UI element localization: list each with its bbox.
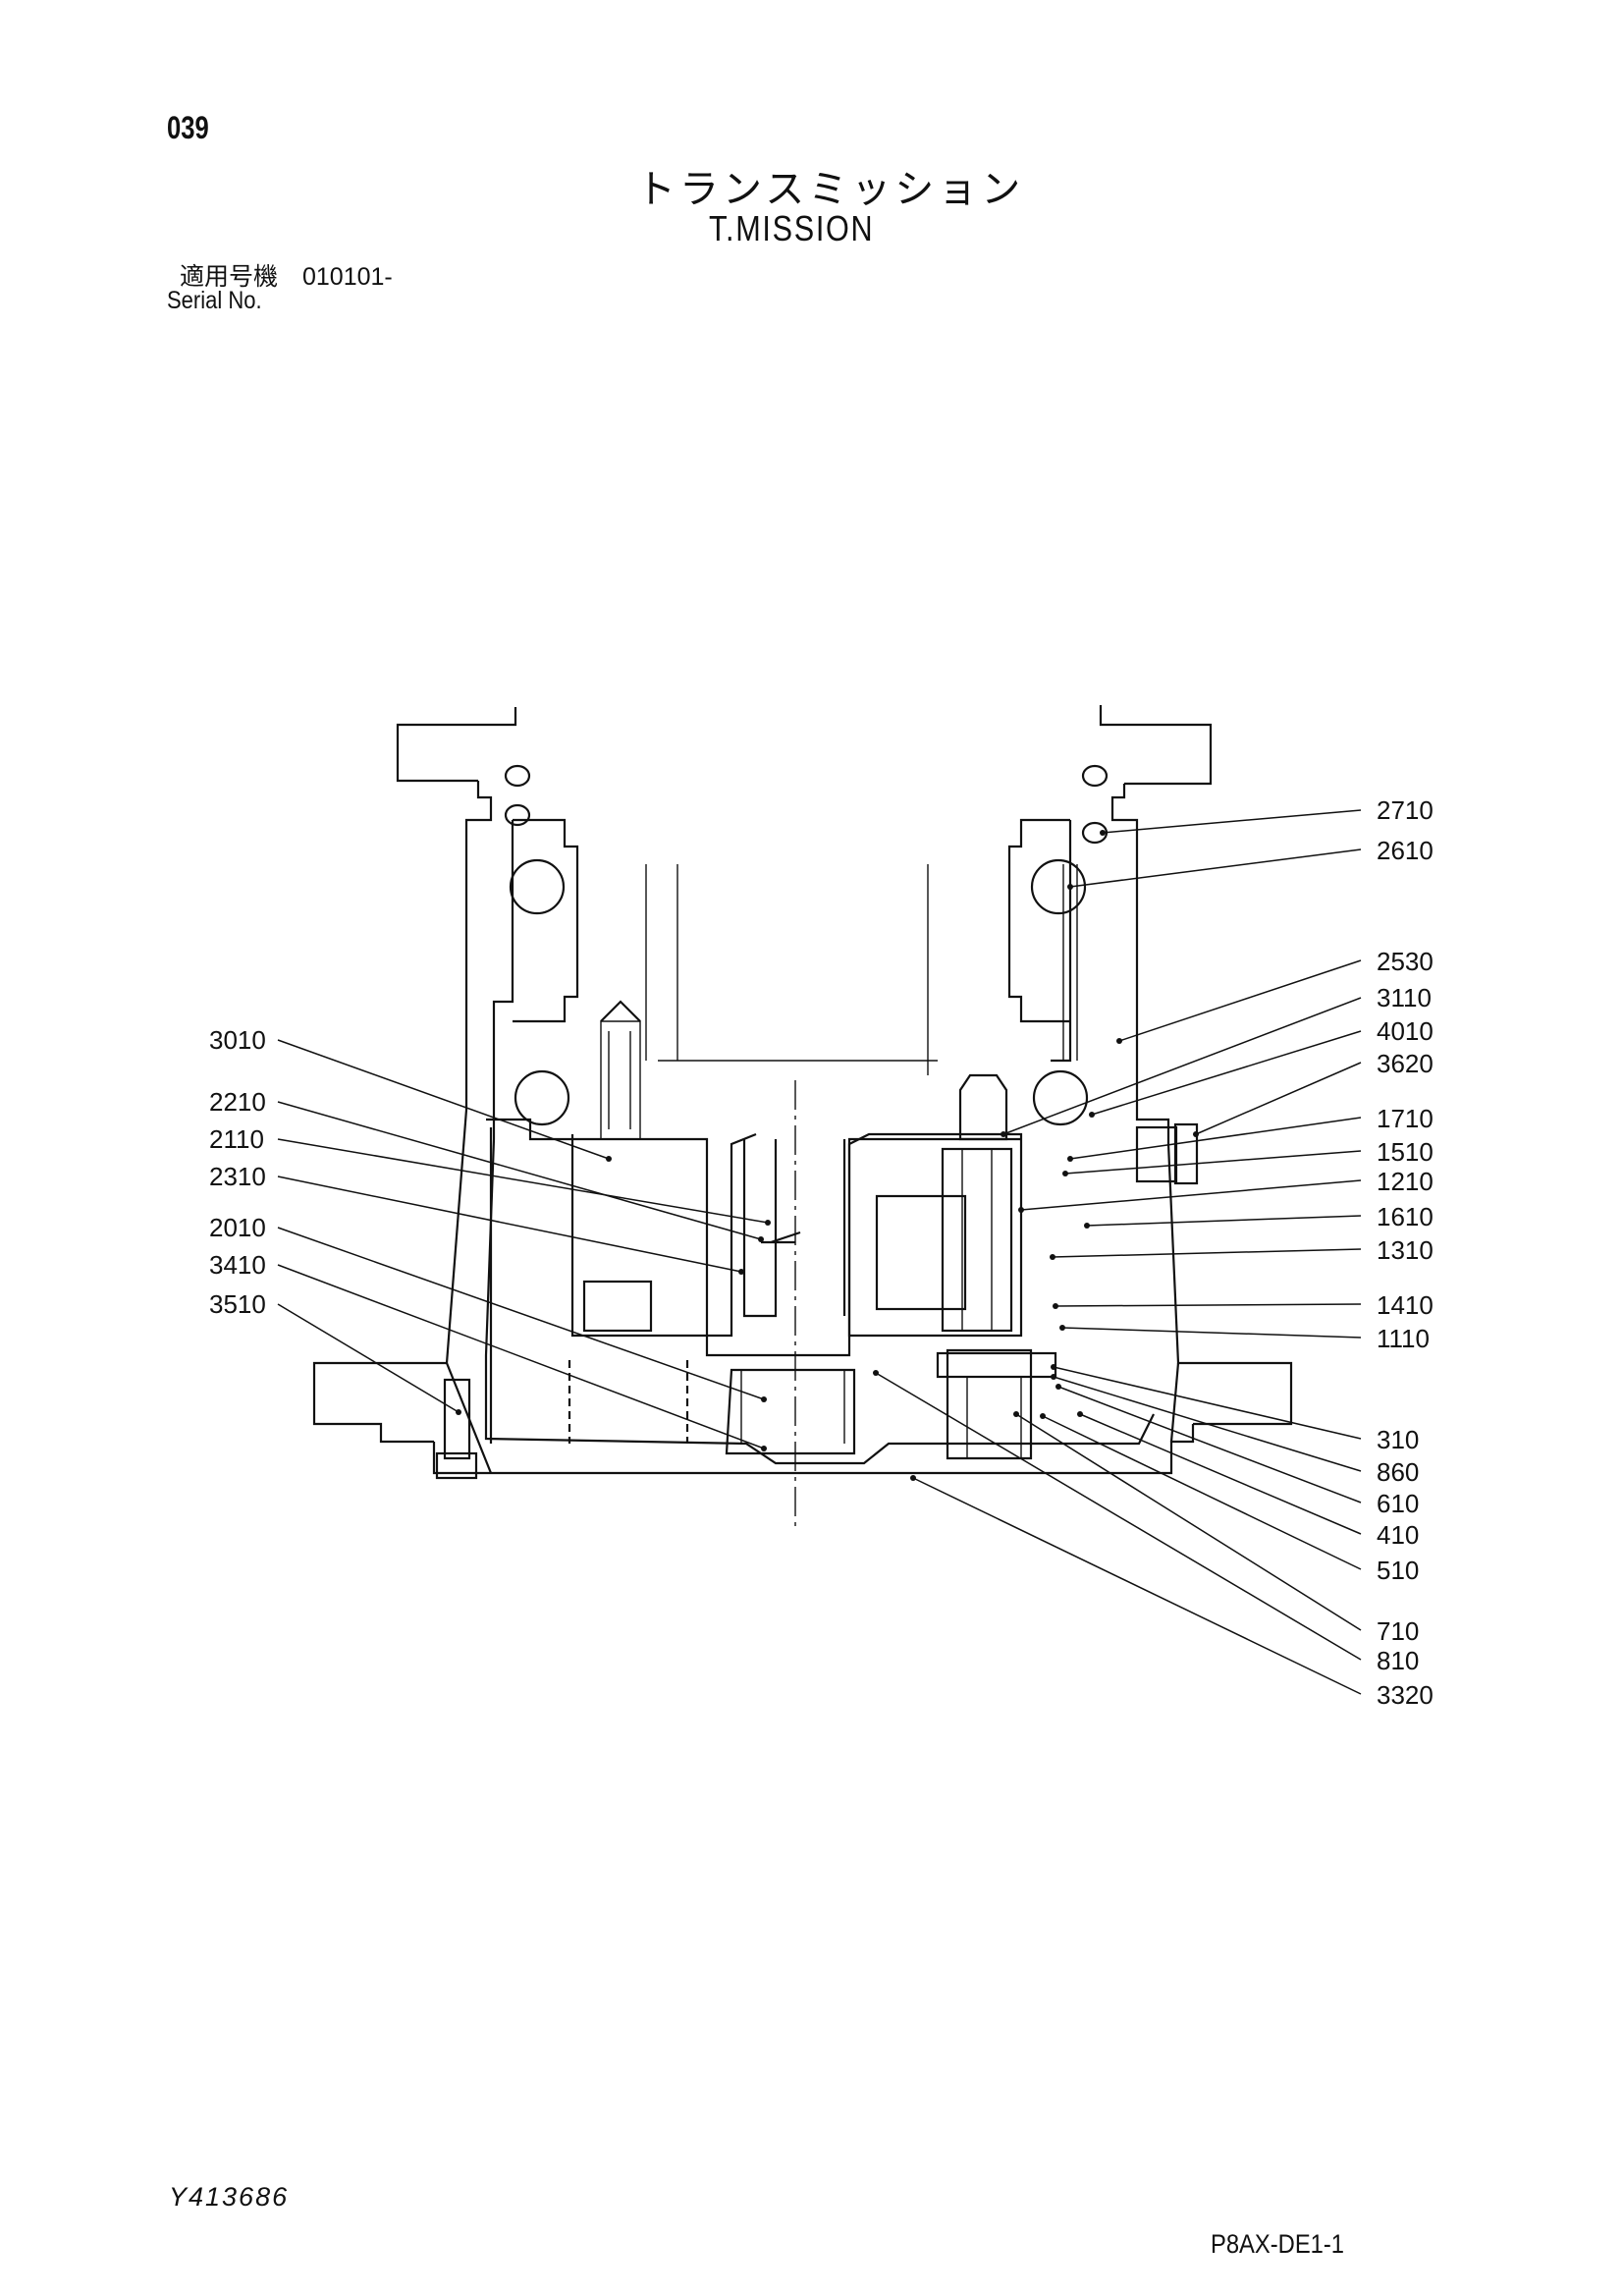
callout-label: 3110: [1377, 983, 1432, 1012]
page-code: P8AX-DE1-1: [1211, 2229, 1345, 2259]
callout-label: 2210: [209, 1087, 266, 1117]
callout-label: 1710: [1377, 1104, 1434, 1133]
callout-label: 2110: [209, 1124, 264, 1154]
callout-label: 510: [1377, 1556, 1419, 1585]
callout-label: 2530: [1377, 947, 1434, 976]
callout-label: 1610: [1377, 1202, 1434, 1231]
callout-label: 310: [1377, 1425, 1419, 1454]
drawing-number: Y413686: [169, 2182, 290, 2212]
callout-label: 1210: [1377, 1167, 1434, 1196]
callout-label: 3510: [209, 1289, 266, 1319]
callout-label: 3010: [209, 1025, 266, 1055]
serial-label: Serial No.: [167, 287, 262, 314]
callout-label: 1310: [1377, 1235, 1434, 1265]
callout-label: 610: [1377, 1489, 1419, 1518]
drawing-geometry: [312, 705, 1293, 1532]
page-title-japanese: トランスミッション: [636, 168, 1025, 211]
callout-label: 1410: [1377, 1290, 1434, 1320]
callout-label: 860: [1377, 1457, 1419, 1487]
callout-label: 2610: [1377, 836, 1434, 865]
callout-label: 410: [1377, 1520, 1419, 1550]
callout-label: 3620: [1377, 1049, 1434, 1078]
callout-label: 1510: [1377, 1137, 1434, 1167]
callout-label: 2710: [1377, 795, 1434, 825]
callout-label: 810: [1377, 1646, 1419, 1675]
callout-label: 710: [1377, 1616, 1419, 1646]
callout-label: 2010: [209, 1213, 266, 1242]
callout-label: 3410: [209, 1250, 266, 1280]
page-number: 039: [167, 110, 209, 145]
callout-label: 2310: [209, 1162, 266, 1191]
callout-label: 4010: [1377, 1016, 1434, 1046]
serial-label-japanese: 適用号機 010101-: [180, 263, 393, 291]
leader-lines: [277, 809, 1362, 1695]
callout-label: 1110: [1377, 1324, 1430, 1353]
callout-label: 3320: [1377, 1680, 1434, 1710]
page-title: T.MISSION: [709, 208, 875, 248]
callout-labels: 2710 2610 2530 3110 4010 3620 1710 1510 …: [209, 795, 1434, 1710]
